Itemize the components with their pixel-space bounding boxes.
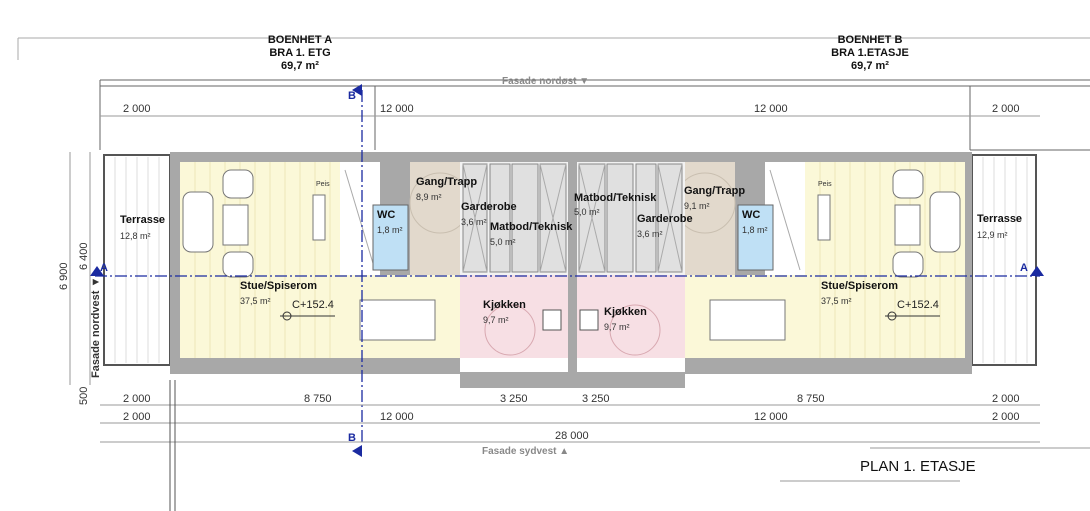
room-b-kjokken: Kjøkken [604, 306, 647, 318]
room-a-kjokken-area: 9,7 m² [483, 315, 509, 325]
dim-bottom2-4: 2 000 [992, 411, 1020, 423]
room-b-stue-area: 37,5 m² [821, 296, 852, 306]
room-b-gang-area: 9,1 m² [684, 201, 710, 211]
unit-b-title: BOENHET B [837, 34, 903, 46]
room-b-matbod-area: 5,0 m² [574, 207, 600, 217]
room-a-stue-area: 37,5 m² [240, 296, 271, 306]
dim-left-small: 500 [78, 386, 90, 405]
dim-total: 28 000 [555, 430, 589, 442]
section-b-bottom-marker: B [348, 432, 356, 444]
unit-a-area: 69,7 m² [281, 60, 319, 72]
unit-b-area: 69,7 m² [851, 60, 889, 72]
room-b-wc-area: 1,8 m² [742, 225, 768, 235]
room-b-terrasse: Terrasse [977, 213, 1023, 225]
dim-top-2: 12 000 [380, 103, 414, 115]
room-b-garderobe-area: 3,6 m² [637, 229, 663, 239]
section-a-left-marker: A [100, 262, 108, 274]
room-b-wc: WC [742, 209, 761, 221]
room-a-garderobe: Garderobe [461, 201, 517, 213]
unit-a-title: BOENHET A [267, 34, 333, 46]
room-b-stue: Stue/Spiserom [821, 280, 899, 292]
dim-bottom1-4: 3 250 [582, 393, 610, 405]
room-a-gang-area: 8,9 m² [416, 192, 442, 202]
fireplace-b-label: Peis [818, 181, 832, 188]
room-a-matbod: Matbod/Teknisk [490, 221, 573, 233]
dim-bottom1-3: 3 250 [500, 393, 528, 405]
dim-top-4: 2 000 [992, 103, 1020, 115]
room-b-gang: Gang/Trapp [684, 185, 746, 197]
fireplace-a-label: Peis [316, 181, 330, 188]
dim-bottom1-2: 8 750 [304, 393, 332, 405]
dim-bottom1-6: 2 000 [992, 393, 1020, 405]
room-a-terrasse-area: 12,8 m² [120, 231, 151, 241]
unit-b-header: BOENHET B BRA 1.ETASJE 69,7 m² [815, 34, 925, 73]
room-b-kjokken-area: 9,7 m² [604, 322, 630, 332]
unit-a-subtitle: BRA 1. ETG [269, 47, 331, 59]
dim-left-inner: 6 400 [78, 242, 90, 270]
room-a-wc: WC [377, 209, 396, 221]
section-b-top-marker: B [348, 90, 356, 102]
elevation-a: C+152.4 [292, 299, 334, 311]
facade-northwest-label: Fasade nordvest ▼ [90, 276, 102, 378]
dim-top-3: 12 000 [754, 103, 788, 115]
facade-southwest-label: Fasade sydvest ▲ [482, 446, 570, 457]
room-a-gang: Gang/Trapp [416, 176, 478, 188]
dim-bottom1-5: 8 750 [797, 393, 825, 405]
room-a-wc-area: 1,8 m² [377, 225, 403, 235]
room-a-terrasse: Terrasse [120, 214, 166, 226]
room-b-garderobe: Garderobe [637, 213, 693, 225]
dim-top-1: 2 000 [123, 103, 151, 115]
room-b-matbod: Matbod/Teknisk [574, 192, 657, 204]
facade-northeast-label: Fasade nordøst ▼ [502, 76, 590, 87]
unit-b-subtitle: BRA 1.ETASJE [831, 47, 909, 59]
dim-bottom1-1: 2 000 [123, 393, 151, 405]
dim-bottom2-3: 12 000 [754, 411, 788, 423]
unit-a-header: BOENHET A BRA 1. ETG 69,7 m² [245, 34, 355, 73]
section-a-right-marker: A [1020, 262, 1028, 274]
dim-left-outer: 6 900 [58, 262, 70, 290]
room-a-kjokken: Kjøkken [483, 299, 526, 311]
plan-title: PLAN 1. ETASJE [860, 458, 976, 475]
dim-bottom2-1: 2 000 [123, 411, 151, 423]
room-a-garderobe-area: 3,6 m² [461, 217, 487, 227]
elevation-b: C+152.4 [897, 299, 939, 311]
room-a-stue: Stue/Spiserom [240, 280, 318, 292]
dim-bottom2-2: 12 000 [380, 411, 414, 423]
room-a-matbod-area: 5,0 m² [490, 237, 516, 247]
room-b-terrasse-area: 12,9 m² [977, 230, 1008, 240]
